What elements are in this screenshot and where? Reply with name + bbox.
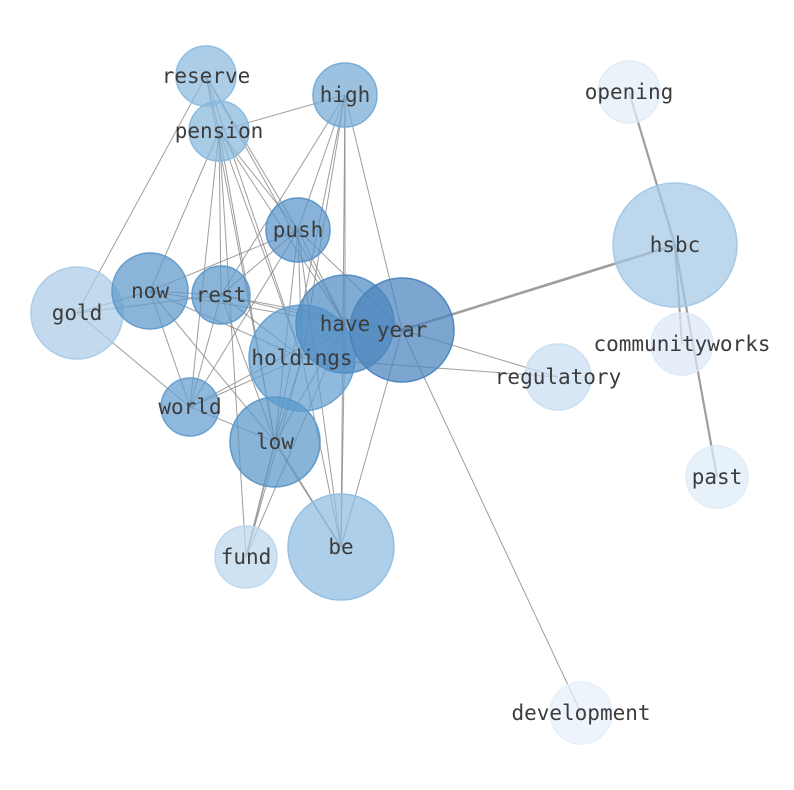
- node-rest: [191, 265, 251, 325]
- node-opening: [597, 60, 661, 124]
- edge-push-world: [189, 229, 299, 408]
- node-fund: [214, 525, 278, 589]
- edge-pension-fund: [218, 130, 247, 558]
- node-pension: [188, 100, 250, 162]
- edge-high-rest: [220, 94, 346, 296]
- node-low: [229, 396, 321, 488]
- node-past: [685, 445, 749, 509]
- node-year: [349, 277, 455, 383]
- node-world: [160, 377, 220, 437]
- node-push: [265, 197, 331, 263]
- node-now: [111, 252, 189, 330]
- node-be: [287, 493, 395, 601]
- node-development: [549, 681, 613, 745]
- labels-layer: reservehighpensionpushopeninghsbcgoldnow…: [52, 64, 771, 725]
- node-communityworks: [650, 312, 714, 376]
- node-hsbc: [612, 182, 738, 308]
- node-regulatory: [524, 343, 592, 411]
- node-gold: [30, 266, 124, 360]
- node-high: [312, 62, 378, 128]
- node-reserve: [175, 45, 237, 107]
- nodes-layer: [30, 45, 749, 745]
- edge-year-development: [401, 329, 582, 714]
